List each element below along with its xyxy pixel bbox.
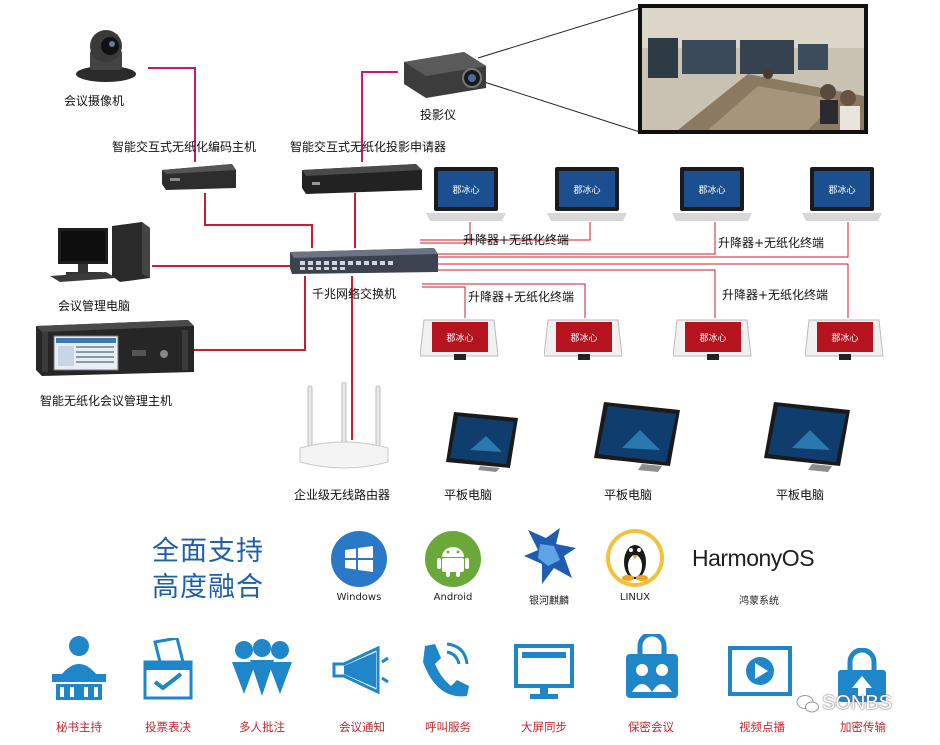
encrypted-transfer-icon xyxy=(838,648,886,702)
encoder-switch-wire xyxy=(204,193,313,248)
voting-icon xyxy=(143,638,193,700)
terminal-bottom-3-brand: 郡冰心 xyxy=(699,332,726,344)
terminal-bottom-3: 郡冰心 xyxy=(673,319,752,360)
host-switch-wire xyxy=(192,276,306,351)
projector-requester-wire xyxy=(361,71,398,162)
feature-label-secretary: 秘书主持 xyxy=(56,720,102,734)
wireless-router-icon xyxy=(299,382,389,469)
conference-room-photo xyxy=(638,4,868,134)
os-kylin-label: 银河麒麟 xyxy=(529,596,569,607)
management-host-icon xyxy=(36,320,194,376)
switch-label: 千兆网络交换机 xyxy=(312,287,397,301)
terminal-bottom-1: 郡冰心 xyxy=(420,319,499,360)
terminal-bottom-2-brand: 郡冰心 xyxy=(570,332,597,344)
terminal-top-3-brand: 郡冰心 xyxy=(698,184,725,196)
terminal-group-top-right-label: 升降器+无纸化终端 xyxy=(718,236,825,250)
android-icon xyxy=(425,531,481,587)
screen-sync-icon xyxy=(514,644,574,699)
terminal-top-1-brand: 郡冰心 xyxy=(452,184,479,196)
tablet-3-label: 平板电脑 xyxy=(776,488,825,502)
projector-label: 投影仪 xyxy=(420,108,457,122)
tablet-3-icon xyxy=(764,402,850,472)
os-windows-label: Windows xyxy=(336,592,382,603)
terminal-group-bottom-right-label: 升降器+无纸化终端 xyxy=(722,288,829,302)
management-pc-icon xyxy=(50,222,150,282)
router-label: 企业级无线路由器 xyxy=(294,488,391,502)
terminal-bottom-4: 郡冰心 xyxy=(805,319,884,360)
mgmt-pc-label: 会议管理电脑 xyxy=(58,299,131,313)
terminal-wires xyxy=(420,222,849,318)
terminal-top-1: 郡冰心 xyxy=(426,167,506,221)
camera-label: 会议摄像机 xyxy=(64,94,125,108)
terminal-group-bottom-left-label: 升降器+无纸化终端 xyxy=(468,290,575,304)
camera-icon xyxy=(76,30,136,82)
network-switch-icon xyxy=(290,248,438,274)
feature-label-voting: 投票表决 xyxy=(145,720,191,734)
os-harmony-label: 鸿蒙系统 xyxy=(739,596,779,607)
tablet-2-label: 平板电脑 xyxy=(604,488,653,502)
secretary-host-icon xyxy=(52,636,106,700)
slogan-line-2: 高度融合 xyxy=(152,572,264,603)
kylin-icon xyxy=(524,528,576,584)
requester-label: 智能交互式无纸化投影申请器 xyxy=(290,140,447,154)
feature-label-encrypted: 加密传输 xyxy=(840,720,886,734)
tablet-1-label: 平板电脑 xyxy=(444,488,493,502)
tablet-1-icon xyxy=(446,412,518,472)
encoder-host-icon xyxy=(162,164,236,190)
terminal-bottom-4-brand: 郡冰心 xyxy=(831,332,858,344)
feature-label-screen-sync: 大屏同步 xyxy=(521,720,567,734)
feature-label-notification: 会议通知 xyxy=(339,720,385,734)
os-android-label: Android xyxy=(433,592,473,603)
multi-annotation-icon xyxy=(232,639,292,696)
windows-icon xyxy=(331,531,387,587)
confidential-meeting-icon xyxy=(626,634,678,698)
os-linux-label: LINUX xyxy=(619,592,651,603)
tablet-2-icon xyxy=(594,402,680,472)
linux-icon xyxy=(606,529,664,587)
requester-icon xyxy=(302,164,422,194)
call-service-phone-icon xyxy=(423,642,469,697)
terminal-top-2-brand: 郡冰心 xyxy=(573,184,600,196)
encoder-label: 智能交互式无纸化编码主机 xyxy=(112,140,257,154)
terminal-bottom-2: 郡冰心 xyxy=(544,319,623,360)
terminal-bottom-1-brand: 郡冰心 xyxy=(446,332,473,344)
wechat-icon xyxy=(796,694,819,713)
terminal-top-4-brand: 郡冰心 xyxy=(828,184,855,196)
terminal-top-2: 郡冰心 xyxy=(547,167,627,221)
feature-label-video: 视频点播 xyxy=(739,720,785,734)
sonbs-watermark: SONBS xyxy=(822,692,893,714)
projector-icon xyxy=(404,52,486,98)
terminal-group-top-left-label: 升降器+无纸化终端 xyxy=(463,233,570,247)
slogan-line-1: 全面支持 xyxy=(152,536,264,567)
terminal-top-3: 郡冰心 xyxy=(672,167,752,221)
camera-encoder-wire xyxy=(148,67,196,162)
mgmt-host-label: 智能无纸化会议管理主机 xyxy=(40,394,173,408)
feature-label-annotation: 多人批注 xyxy=(239,720,285,734)
harmonyos-logo-text: HarmonyOS xyxy=(692,545,815,571)
notification-megaphone-icon xyxy=(332,646,389,695)
terminal-top-4: 郡冰心 xyxy=(802,167,882,221)
feature-label-call: 呼叫服务 xyxy=(425,720,471,734)
video-on-demand-icon xyxy=(728,646,792,696)
feature-label-confidential: 保密会议 xyxy=(628,720,674,734)
